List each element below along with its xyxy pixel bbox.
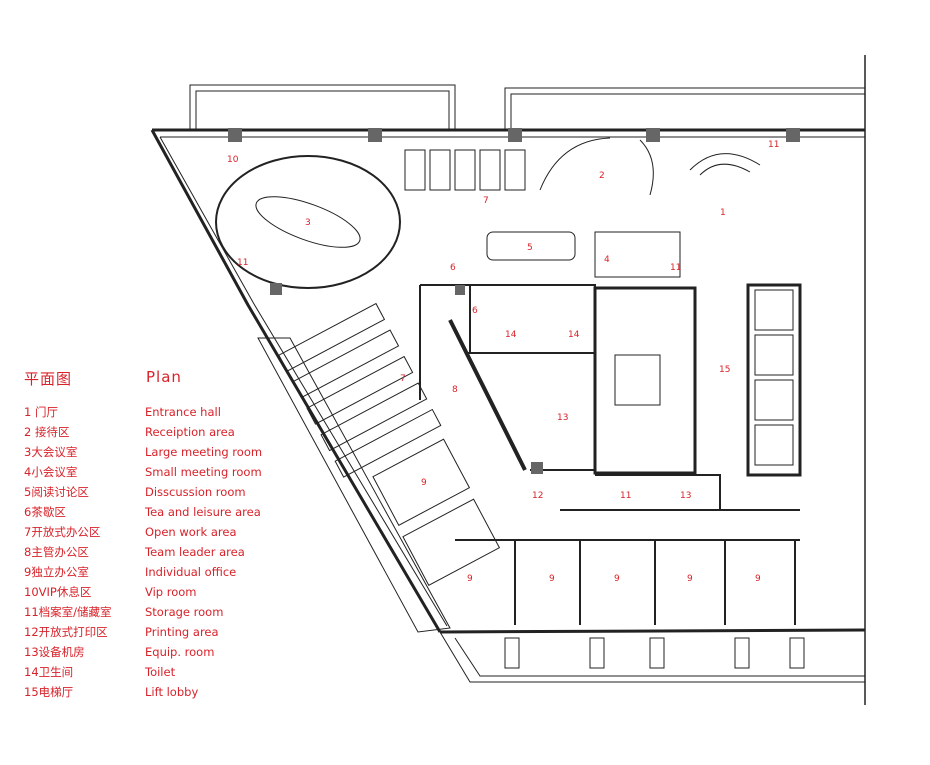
legend-en-item: Disscussion room <box>145 485 246 499</box>
legend-title-en: Plan <box>146 368 182 386</box>
discussion-table <box>486 231 576 261</box>
planter <box>789 637 805 669</box>
balcony-left <box>257 337 451 633</box>
room-label-7b: 7 <box>400 374 406 384</box>
legend-en-item: Vip room <box>145 585 197 599</box>
legend-en-item: Individual office <box>145 565 237 579</box>
legend-zh-item: 9独立办公室 <box>24 565 89 579</box>
leader-wall <box>448 319 527 471</box>
balcony-top-left <box>189 84 456 130</box>
legend-zh-item: 13设备机房 <box>24 645 85 659</box>
lift-3 <box>754 379 794 421</box>
legend-zh-item: 4小会议室 <box>24 465 78 479</box>
room-label-11a: 11 <box>237 258 248 268</box>
columns <box>228 128 800 474</box>
lift-1 <box>754 289 794 331</box>
room-label-1: 1 <box>720 208 726 218</box>
room-label-11c: 11 <box>670 263 681 273</box>
room-label-3: 3 <box>305 218 311 228</box>
terrace-bottom <box>439 631 865 683</box>
room-label-14b: 14 <box>568 330 580 340</box>
room-label-9f: 9 <box>755 574 761 584</box>
legend-zh-item: 10VIP休息区 <box>24 585 92 599</box>
reception-desk <box>689 153 761 176</box>
legend-zh-item: 2 接待区 <box>24 425 70 439</box>
room-label-10: 10 <box>227 155 239 165</box>
lift-lobby <box>746 283 802 477</box>
small-meeting-room <box>594 231 681 278</box>
stair <box>614 354 661 406</box>
room-label-2: 2 <box>599 171 605 181</box>
open-desks-top <box>404 149 526 191</box>
legend-en-item: Equip. room <box>145 645 215 659</box>
open-desks-left <box>278 302 442 478</box>
room-label-14a: 14 <box>505 330 517 340</box>
legend-en-item: Large meeting room <box>145 445 263 459</box>
legend-en-item: Tea and leisure area <box>145 505 261 519</box>
legend-zh-list: 1 门厅 2 接待区 3大会议室 4小会议室 5阅读讨论区 6茶歇区 7开放式办… <box>24 404 112 704</box>
core-block <box>593 286 697 475</box>
legend-en-item: Small meeting room <box>145 465 262 479</box>
room-label-11d: 11 <box>620 491 631 501</box>
legend-en-item: Receiption area <box>145 425 235 439</box>
legend-zh-item: 3大会议室 <box>24 445 78 459</box>
room-label-12: 12 <box>532 491 543 501</box>
room-label-15: 15 <box>719 365 730 375</box>
meeting-table <box>255 196 361 248</box>
room-label-13b: 13 <box>680 491 691 501</box>
planter <box>649 637 665 669</box>
legend-zh-item: 1 门厅 <box>24 405 58 419</box>
room-label-7a: 7 <box>483 196 489 206</box>
legend-en-item: Toilet <box>145 665 176 679</box>
toilet-block <box>469 284 596 354</box>
room-label-5: 5 <box>527 243 533 253</box>
legend-en-list: Entrance hall Receiption area Large meet… <box>145 404 262 704</box>
reception-arc <box>539 137 654 196</box>
planter <box>589 637 605 669</box>
room-label-9c: 9 <box>549 574 555 584</box>
lift-4 <box>754 424 794 466</box>
outer-wall-inner <box>159 136 865 627</box>
large-meeting-room <box>215 155 401 289</box>
legend-zh-item: 8主管办公区 <box>24 545 89 559</box>
interior-walls <box>419 284 800 511</box>
room-label-4: 4 <box>604 255 610 265</box>
legend-zh-item: 12开放式打印区 <box>24 625 108 639</box>
room-label-6a: 6 <box>450 263 456 273</box>
room-label-9e: 9 <box>687 574 693 584</box>
room-label-8: 8 <box>452 385 458 395</box>
office-left-2 <box>402 498 501 586</box>
legend-zh-item: 5阅读讨论区 <box>24 485 89 499</box>
room-label-9d: 9 <box>614 574 620 584</box>
legend-zh-item: 14卫生间 <box>24 665 74 679</box>
legend-zh-item: 11档案室/储藏室 <box>24 605 112 619</box>
legend-title-zh: 平面图 <box>24 370 73 388</box>
legend-en-item: Open work area <box>145 525 237 539</box>
lift-2 <box>754 334 794 376</box>
balcony-top-right <box>504 87 865 130</box>
room-label-9a: 9 <box>421 478 427 488</box>
legend-zh-item: 7开放式办公区 <box>24 525 101 539</box>
legend-en-item: Printing area <box>145 625 219 639</box>
room-label-9b: 9 <box>467 574 473 584</box>
legend-en-item: Storage room <box>145 605 224 619</box>
legend-en-item: Entrance hall <box>145 405 221 419</box>
planter <box>734 637 750 669</box>
legend-zh-item: 15电梯厅 <box>24 685 74 699</box>
room-label-13a: 13 <box>557 413 568 423</box>
office-walls <box>455 539 800 625</box>
legend-en-item: Team leader area <box>145 545 245 559</box>
room-label-11b: 11 <box>768 140 779 150</box>
office-left-1 <box>372 438 471 526</box>
legend-en-item: Lift lobby <box>145 685 199 699</box>
planter <box>504 637 520 669</box>
legend-zh-item: 6茶歇区 <box>24 505 66 519</box>
room-label-6b: 6 <box>472 306 478 316</box>
